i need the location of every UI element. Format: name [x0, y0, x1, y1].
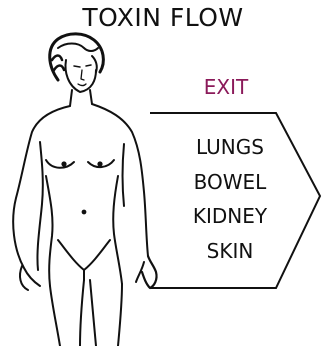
organ-item: SKIN — [180, 234, 280, 269]
human-figure-illustration — [13, 34, 156, 346]
organ-item: BOWEL — [180, 165, 280, 200]
exit-label: EXIT — [196, 75, 256, 99]
organ-item: LUNGS — [180, 130, 280, 165]
organ-item: KIDNEY — [180, 199, 280, 234]
organ-list: LUNGS BOWEL KIDNEY SKIN — [180, 130, 280, 268]
